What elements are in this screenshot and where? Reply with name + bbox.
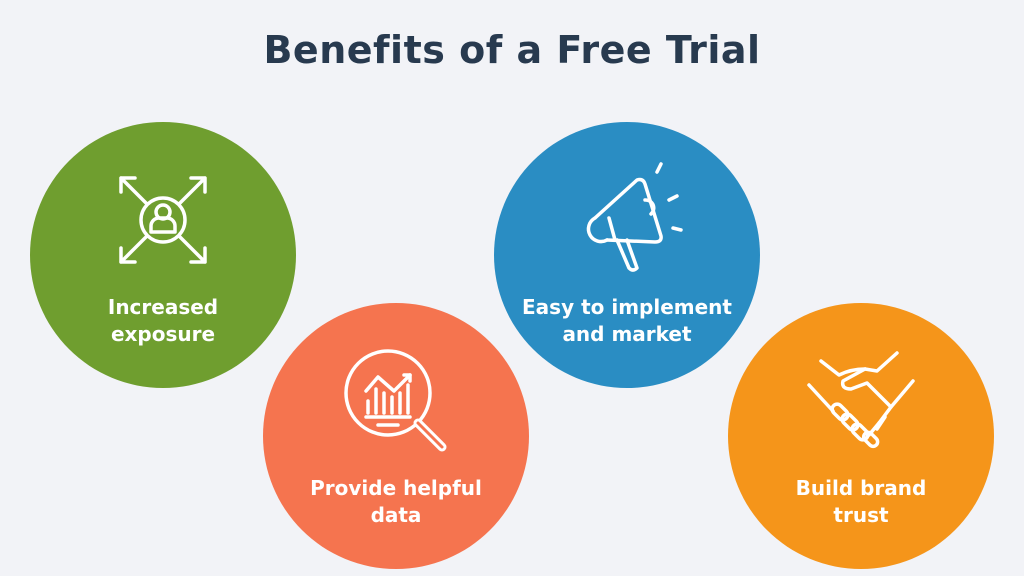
benefit-build-brand-trust: Build brand trust <box>728 303 994 569</box>
benefit-easy-to-implement: Easy to implement and market <box>494 122 760 388</box>
benefit-provide-helpful-data: Provide helpful data <box>263 303 529 569</box>
benefit-increased-exposure: Increased exposure <box>30 122 296 388</box>
benefit-label: Easy to implement and market <box>522 295 732 346</box>
benefit-label: Provide helpful data <box>310 476 482 527</box>
magnifier-chart-icon <box>344 349 447 452</box>
benefit-label: Build brand trust <box>795 476 927 527</box>
page-title: Benefits of a Free Trial <box>263 28 761 72</box>
benefit-label: Increased exposure <box>107 295 219 346</box>
handshake-icon <box>807 351 915 449</box>
megaphone-icon <box>586 162 683 272</box>
expand-arrows-person-icon <box>119 176 207 264</box>
